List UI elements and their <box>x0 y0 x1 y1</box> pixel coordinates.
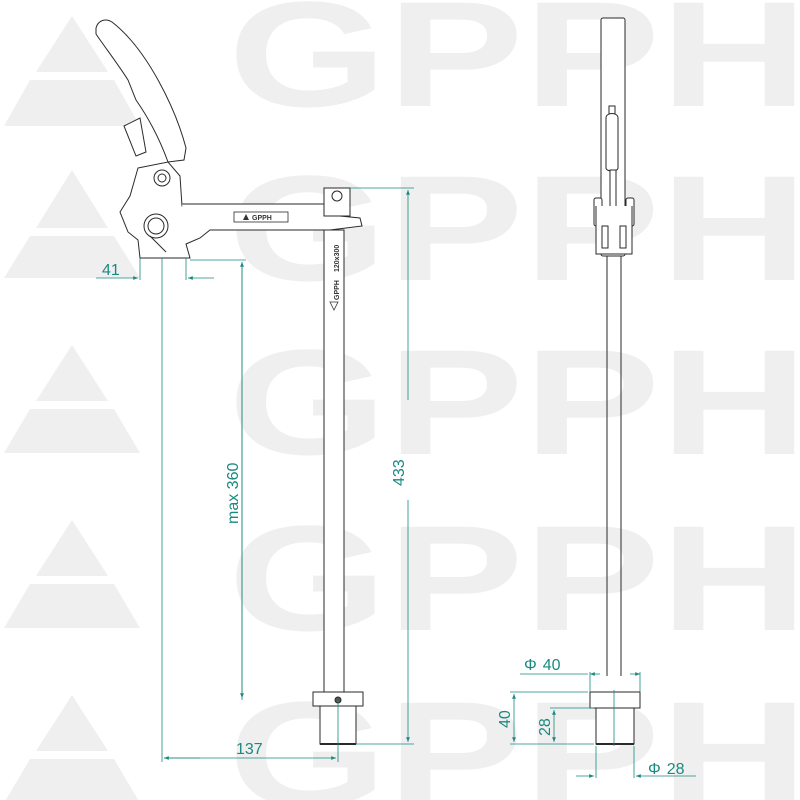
svg-text:GPPH: GPPH <box>228 318 800 486</box>
watermark-logos <box>4 16 140 800</box>
svg-text:GPPH: GPPH <box>228 494 800 662</box>
bar-marking: GPPH 120x300 <box>334 245 341 300</box>
svg-text:GPPH: GPPH <box>334 280 341 300</box>
arm-brand-label: GPPH <box>252 215 272 222</box>
front-dimensions <box>510 672 696 778</box>
dim-max-360: max 360 <box>225 463 242 524</box>
warning-triangle-icon <box>329 301 339 311</box>
dim-tip-length-28: 28 <box>537 718 554 736</box>
svg-text:GPPH: GPPH <box>228 0 800 138</box>
arm-label <box>233 211 289 223</box>
dim-reach-137: 137 <box>236 741 263 758</box>
dim-offset-41: 41 <box>102 262 120 279</box>
side-dimensions <box>96 187 414 762</box>
tip-front <box>595 707 635 745</box>
dim-collar-length-40: 40 <box>497 710 514 728</box>
front-view <box>589 17 641 745</box>
dim-433: 433 <box>391 459 408 486</box>
clamp-handle <box>95 19 187 163</box>
side-view <box>95 19 364 745</box>
watermark-text: GPPH GPPH GPPH GPPH GPPH <box>228 0 800 800</box>
collar-front <box>589 691 641 709</box>
svg-text:120x300: 120x300 <box>334 245 341 272</box>
